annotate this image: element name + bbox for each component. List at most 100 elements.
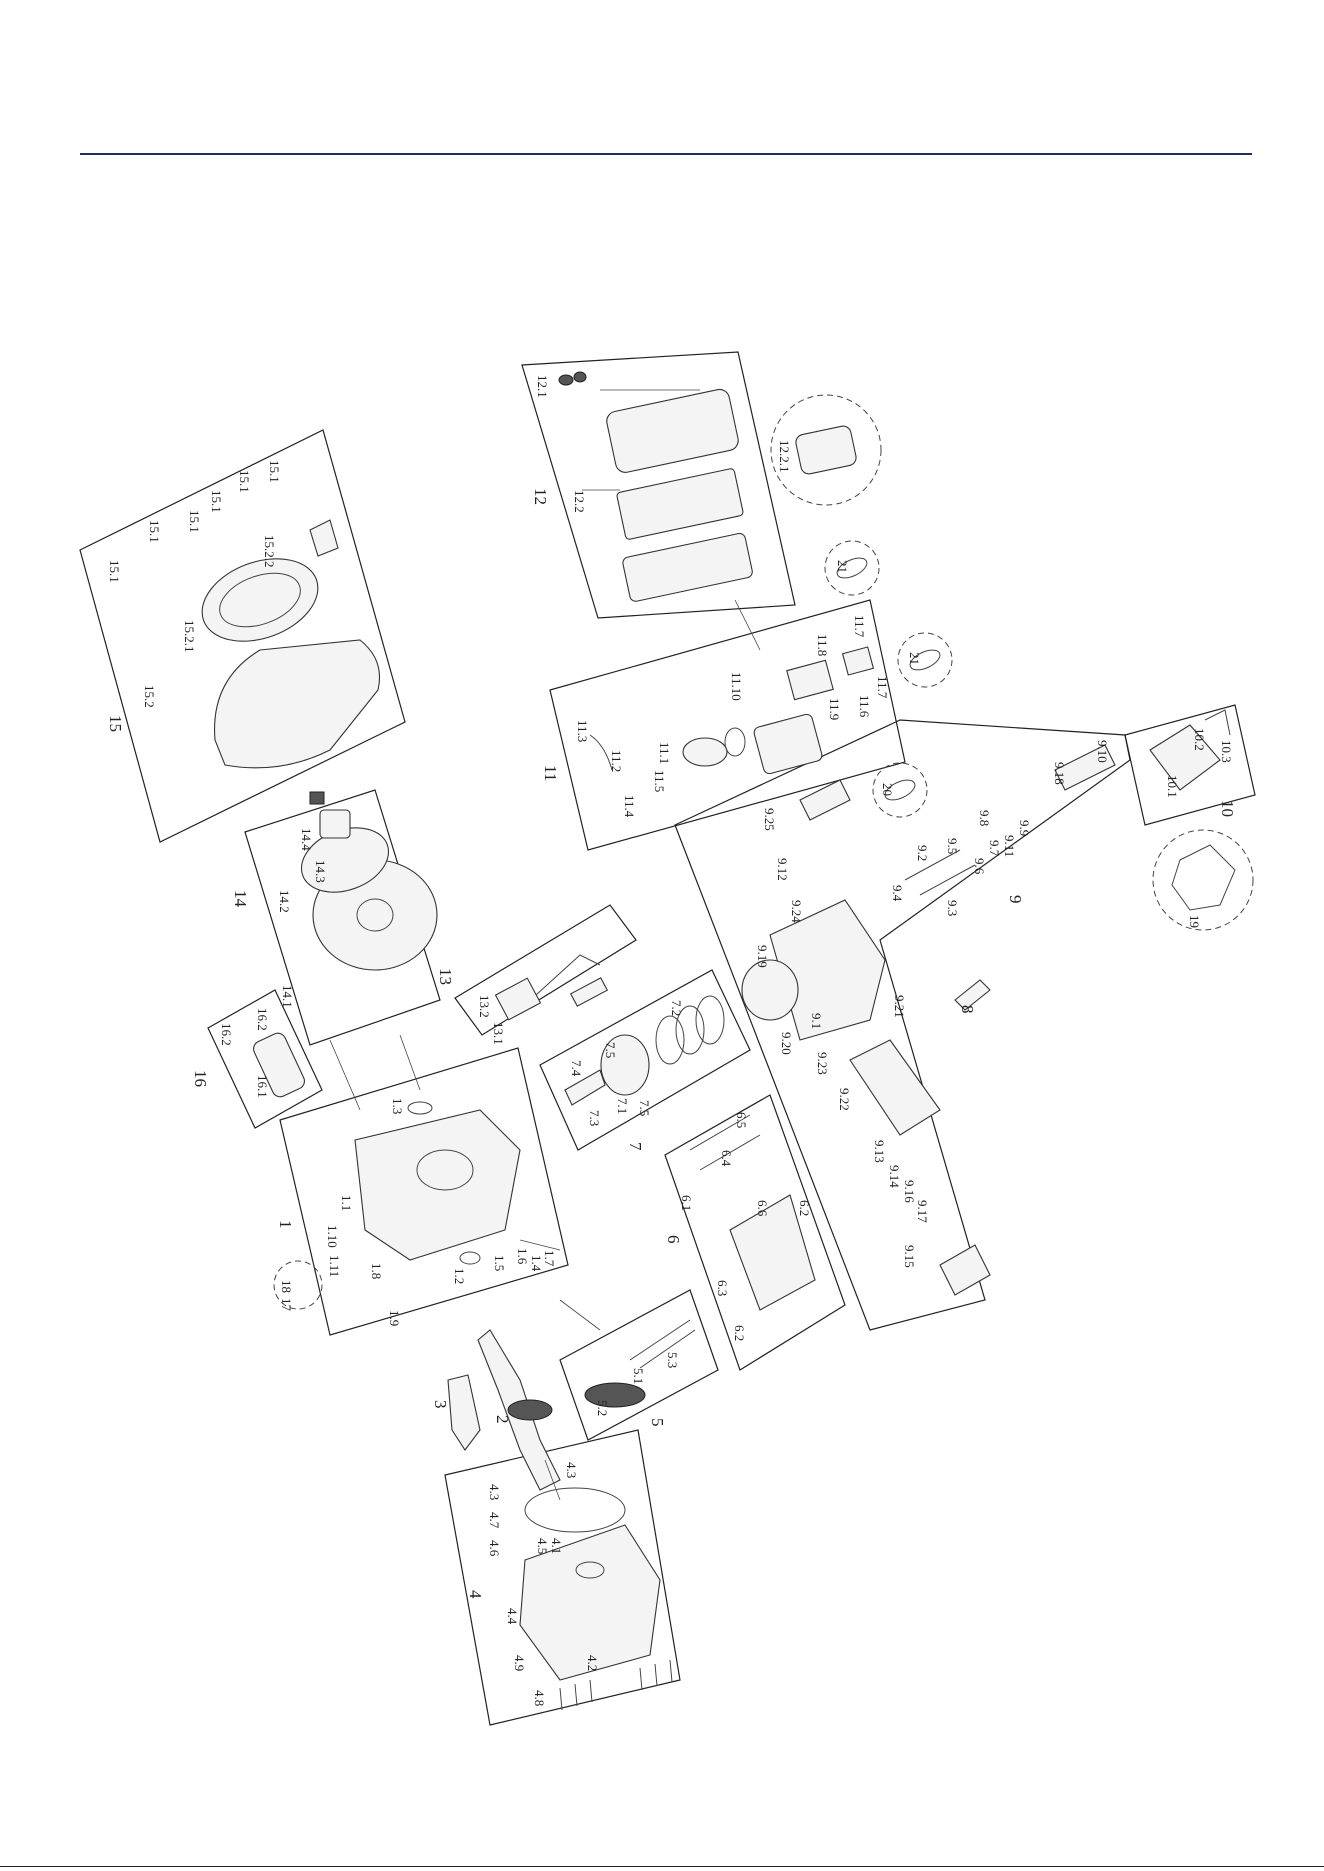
- label-9-25: 9.25: [762, 808, 777, 831]
- label-group-7: 7: [626, 1142, 645, 1151]
- flywheel-nut: [309, 791, 325, 805]
- label-7-5a: 7.5: [603, 1042, 618, 1058]
- label-10-1: 10.1: [1165, 775, 1180, 798]
- callout-circle-19: [1152, 829, 1254, 931]
- label-14-3: 14.3: [313, 860, 328, 883]
- label-9-11: 9.11: [1002, 835, 1017, 857]
- label-9-2: 9.2: [915, 845, 930, 861]
- label-11-7b: 11.7: [875, 676, 890, 699]
- insulator-block: [786, 659, 834, 701]
- label-10-2: 10.2: [1192, 728, 1207, 751]
- label-11-1: 11.1: [657, 742, 672, 764]
- label-11-6: 11.6: [857, 695, 872, 718]
- label-group-11: 11: [541, 765, 560, 781]
- piston-rod: [564, 1069, 606, 1106]
- valve-lifter: [629, 1319, 696, 1369]
- label-1-5: 1.5: [492, 1255, 507, 1271]
- rocker-arm-cover: [1054, 744, 1116, 791]
- label-4-9: 4.9: [512, 1655, 527, 1671]
- label-1-4: 1.4: [529, 1255, 544, 1272]
- gasket-21a: [836, 557, 868, 579]
- piston-ring-2: [675, 1005, 705, 1055]
- label-12-2-1: 12.2.1: [777, 440, 792, 473]
- label-7-1: 7.1: [615, 1098, 630, 1114]
- frame-group-13: [454, 904, 637, 1036]
- flywheel-hub: [356, 898, 394, 932]
- label-9-24: 9.24: [789, 900, 804, 923]
- label-9-20: 9.20: [779, 1032, 794, 1055]
- label-12-2: 12.2: [572, 490, 587, 513]
- label-15-2-1: 15.2.1: [182, 620, 197, 653]
- carburetor-ring: [724, 727, 746, 757]
- cover-bolts: [559, 1659, 673, 1711]
- frame-group-11: [549, 599, 906, 851]
- spark-plug-cap: [569, 977, 609, 1007]
- ignition-coil: [494, 977, 542, 1021]
- frame-group-7: [539, 969, 751, 1151]
- label-9-9: 9.9: [1017, 820, 1032, 836]
- label-11-5: 11.5: [652, 770, 667, 792]
- crankcase: [354, 1109, 521, 1261]
- label-9-19: 9.19: [755, 945, 770, 968]
- label-11-7a: 11.7: [852, 615, 867, 638]
- label-15-1a: 15.1: [267, 460, 282, 483]
- callout-circle-21b: [897, 632, 953, 688]
- starter-handle: [309, 519, 339, 557]
- label-19: 19: [1187, 915, 1202, 928]
- heat-shield: [849, 1039, 941, 1136]
- label-15-2-2: 15.2.2: [262, 535, 277, 568]
- label-9-7: 9.7: [987, 840, 1002, 857]
- frame-group-12: [521, 351, 796, 619]
- label-13-2: 13.2: [477, 995, 492, 1018]
- label-group-14: 14: [231, 890, 250, 908]
- piston: [600, 1034, 650, 1096]
- label-14-4: 14.4: [299, 828, 314, 851]
- label-9-8: 9.8: [977, 810, 992, 826]
- label-4-3a: 4.3: [564, 1462, 579, 1478]
- label-16-2a: 16.2: [255, 1008, 270, 1031]
- label-1-11: 1.11: [327, 1255, 342, 1277]
- air-cleaner-base: [622, 532, 753, 602]
- label-1-8: 1.8: [369, 1263, 384, 1279]
- label-6-2b: 6.2: [732, 1325, 747, 1341]
- carburetor-bowl: [682, 737, 728, 767]
- label-4-7: 4.7: [487, 1512, 502, 1529]
- frame-group-9: [674, 719, 1131, 1331]
- cam-gear: [584, 1382, 646, 1408]
- label-5-2: 5.2: [595, 1400, 610, 1416]
- spark-plug: [954, 979, 991, 1011]
- label-group-6: 6: [664, 1235, 683, 1244]
- label-4-5: 4.5: [535, 1538, 550, 1554]
- label-15-1d: 15.1: [147, 520, 162, 543]
- label-group-15: 15: [106, 715, 125, 732]
- push-rod-1: [689, 1114, 751, 1151]
- frame-group-5: [559, 1289, 719, 1441]
- air-filter-element: [616, 468, 744, 540]
- label-7-3: 7.3: [587, 1110, 602, 1126]
- label-11-9: 11.9: [827, 698, 842, 720]
- label-20: 20: [880, 783, 895, 796]
- label-4-3b: 4.3: [487, 1484, 502, 1500]
- label-15-1c: 15.1: [187, 510, 202, 533]
- piston-ring-1: [655, 1015, 685, 1065]
- crankcase-cover: [519, 1524, 661, 1681]
- label-1-2: 1.2: [452, 1268, 467, 1284]
- label-10-3: 10.3: [1219, 740, 1234, 763]
- cover-seal: [575, 1561, 605, 1579]
- label-4-4: 4.4: [505, 1608, 520, 1625]
- push-rod-2: [699, 1134, 761, 1171]
- label-5-3: 5.3: [665, 1352, 680, 1368]
- label-9-3: 9.3: [945, 900, 960, 916]
- muffler-body: [1149, 724, 1221, 791]
- callout-circle-20: [872, 762, 928, 818]
- label-9-23: 9.23: [815, 1052, 830, 1075]
- label-15-2: 15.2: [142, 685, 157, 708]
- label-9-15: 9.15: [902, 1245, 917, 1268]
- muffler-pipe: [1204, 709, 1231, 736]
- label-9-14: 9.14: [887, 1165, 902, 1188]
- label-9-10: 9.10: [1095, 740, 1110, 763]
- label-1-10: 1.10: [325, 1225, 340, 1248]
- label-group-16: 16: [191, 1070, 210, 1087]
- label-4-1: 4.1: [549, 1538, 564, 1554]
